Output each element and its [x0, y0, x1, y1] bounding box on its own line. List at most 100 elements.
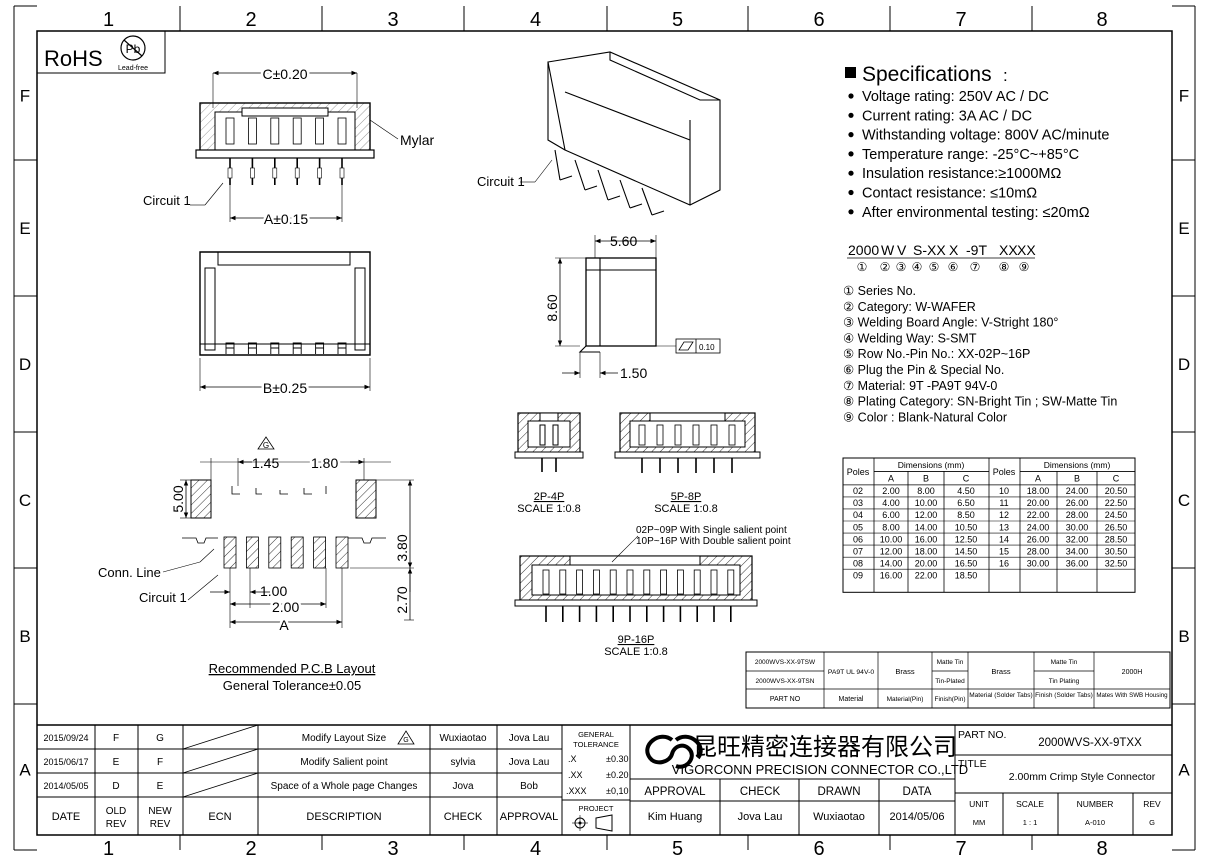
dimtable-left-r6c3: 16.50: [955, 558, 978, 568]
spec-item-4: Temperature range: -25°C~+85°C: [862, 147, 1079, 163]
row-marker-C: C: [19, 491, 31, 510]
lead-free-label: Lead-free: [118, 65, 148, 72]
dim-2-70: 2.70: [394, 586, 410, 613]
dimtable-right-r5c1: 28.00: [1027, 546, 1050, 556]
signoff-val-1: Jova Lau: [738, 811, 783, 823]
dimtable-right-r3c3: 26.50: [1105, 522, 1128, 532]
dimtable-left-r4c3: 12.50: [955, 534, 978, 544]
dimtable-left-r2c1: 6.00: [882, 510, 900, 520]
row-marker-E: E: [19, 219, 30, 238]
dimtable-left-r6c1: 14.00: [880, 558, 903, 568]
matl-pn-sw: 2000WVS-XX-9TSW: [755, 659, 816, 666]
matl-tab-finish-matte: Matte Tin: [1051, 659, 1078, 666]
partcode-legend-2: ② Category: W-WAFER: [843, 300, 976, 314]
column-marker-1: 1: [103, 9, 114, 31]
front-view: [190, 70, 399, 222]
column-marker-3: 3: [387, 9, 398, 31]
section-2p-4p-name: 2P-4P: [534, 491, 565, 503]
tb-rev-label: REV: [1143, 799, 1161, 809]
partcode-num-5: ⑤: [929, 260, 940, 274]
rev-new-0: G: [156, 733, 164, 744]
partcode-num-4: ④: [912, 260, 923, 274]
rev-date-2: 2014/05/05: [43, 781, 88, 791]
rev-check-0: Wuxiaotao: [439, 733, 487, 744]
row-marker-right-D: D: [1178, 355, 1190, 374]
dimtable-left-r7c2: 22.00: [915, 570, 938, 580]
row-marker-right-A: A: [1178, 761, 1190, 780]
rev-date-1: 2015/06/17: [43, 757, 88, 767]
partcode-legend-5: ⑤ Row No.-Pin No.: XX-02P~16P: [843, 347, 1030, 361]
dimtable-left-r5c2: 18.00: [915, 546, 938, 556]
partcode-seg-4: S-XX: [913, 242, 946, 258]
row-marker-right-E: E: [1178, 219, 1189, 238]
row-marker-F: F: [20, 87, 30, 106]
dimtable-right-r4c2: 32.00: [1066, 534, 1089, 544]
dimtable-left-r4c0: 06: [853, 534, 863, 544]
dimtable-right-r1c3: 22.50: [1105, 498, 1128, 508]
dimtable-left-r2c3: 8.50: [957, 510, 975, 520]
dim-1-45: 1.45: [252, 455, 279, 471]
rev-desc-0: Modify Layout Size: [302, 733, 387, 744]
spec-item-5: Insulation resistance:≥1000MΩ: [862, 166, 1062, 182]
row-marker-D: D: [19, 355, 31, 374]
dimtable-left-r1c1: 4.00: [882, 498, 900, 508]
dimtable-right-r1c2: 26.00: [1066, 498, 1089, 508]
company-name-en: VIGORCONN PRECISION CONNECTOR CO.,LTD: [672, 762, 968, 777]
column-marker-bottom-8: 8: [1096, 838, 1107, 859]
partcode-num-9: ⑨: [1019, 260, 1030, 274]
spec-item-3: Withstanding voltage: 800V AC/minute: [862, 128, 1109, 144]
dimtable-left-r3c3: 10.50: [955, 522, 978, 532]
dimtable-left-r5c0: 07: [853, 546, 863, 556]
column-marker-bottom-4: 4: [530, 838, 541, 859]
section-5p-8p-scale: SCALE 1:0.8: [654, 503, 718, 515]
dimtable-right-r4c1: 26.00: [1027, 534, 1050, 544]
tol-project: PROJECT: [578, 804, 613, 813]
section-9p-16p-name: 9P-16P: [618, 634, 655, 646]
flatness-value: 0.10: [699, 343, 715, 352]
rev-approval-0: Jova Lau: [509, 733, 550, 744]
rev-approval-2: Bob: [520, 781, 538, 792]
spec-item-6: Contact resistance: ≤10mΩ: [862, 186, 1037, 202]
spec-item-2: Current rating: 3A AC / DC: [862, 108, 1032, 124]
column-marker-bottom-1: 1: [103, 838, 114, 859]
dimtable-right-r5c3: 30.50: [1105, 546, 1128, 556]
rev-desc-1: Modify Salient point: [300, 757, 387, 768]
dimtable-left-r0c0: 02: [853, 486, 863, 496]
column-marker-4: 4: [530, 9, 541, 31]
dimtable-left-r2c0: 04: [853, 510, 863, 520]
rohs-badge: RoHS Pb Lead-free: [36, 30, 166, 74]
partcode-seg-6: -9T: [966, 242, 987, 258]
pcb-tolerance: General Tolerance±0.05: [223, 678, 361, 693]
matl-tab-finish-tin: Tin Plating: [1049, 678, 1080, 685]
rev-old-0: F: [113, 733, 119, 744]
column-marker-8: 8: [1096, 9, 1107, 31]
dimtable-right-r6c1: 30.00: [1027, 558, 1050, 568]
tb-scale-value: 1 : 1: [1023, 818, 1038, 827]
column-marker-bottom-2: 2: [245, 838, 256, 859]
matl-h-finpin: Finish(Pin): [934, 696, 965, 703]
dimtable-right-r5c0: 15: [999, 546, 1009, 556]
dimtable-right-r0c2: 24.00: [1066, 486, 1089, 496]
tol-title-2: TOLERANCE: [573, 740, 619, 749]
dimtable-left-r1c0: 03: [853, 498, 863, 508]
partcode-legend-6: ⑥ Plug the Pin & Special No.: [843, 363, 1004, 377]
circuit1-pcb-label: Circuit 1: [139, 590, 187, 605]
dimtable-left-r4c2: 16.00: [915, 534, 938, 544]
matl-tab-material: Brass: [991, 667, 1010, 676]
rev-date-0: 2015/09/24: [43, 733, 88, 743]
column-marker-bottom-6: 6: [813, 838, 824, 859]
partcode-seg-7: XX: [999, 242, 1018, 258]
dimtable-left-r5c3: 14.50: [955, 546, 978, 556]
tb-scale-label: SCALE: [1016, 799, 1044, 809]
signoff-head-2: DRAWN: [817, 786, 860, 798]
matl-pin-material: Brass: [895, 667, 914, 676]
partcode-num-1: ①: [857, 260, 868, 274]
dim-5-00: 5.00: [170, 485, 186, 512]
dimtable-right-r3c1: 24.00: [1027, 522, 1050, 532]
dimtable-right-r2c3: 24.50: [1105, 510, 1128, 520]
partcode-seg-8: XX: [1017, 242, 1036, 258]
